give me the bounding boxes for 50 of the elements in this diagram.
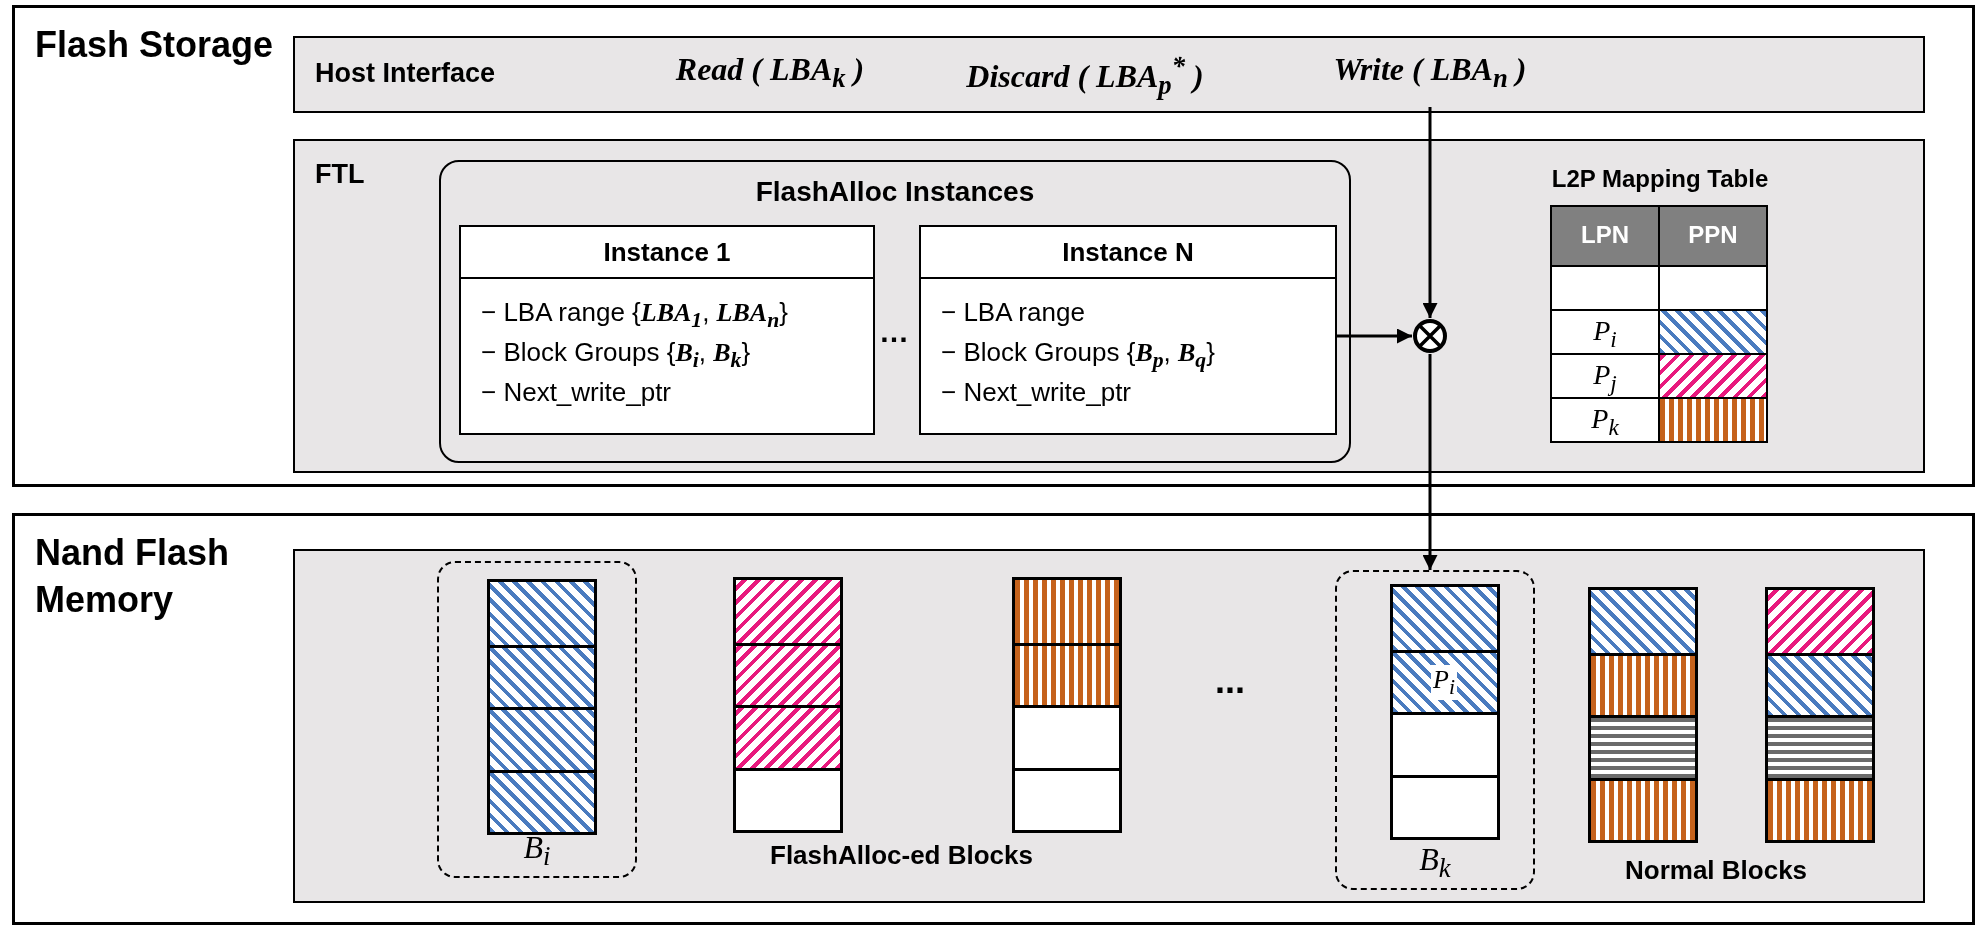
panel-title: FTL bbox=[315, 159, 365, 190]
block-group-outline bbox=[437, 561, 637, 878]
row-key bbox=[1550, 397, 1660, 443]
block-caption: FlashAlloc-ed Blocks bbox=[770, 840, 1033, 871]
arrow bbox=[1422, 354, 1438, 570]
instance-title: Instance N bbox=[921, 227, 1335, 279]
instances-group bbox=[439, 160, 1351, 463]
block-group-label: B$_{k}$ bbox=[1418, 840, 1452, 884]
list-item: − Next_write_ptr bbox=[941, 377, 1132, 408]
page-number: P$_{j}$ bbox=[1592, 359, 1618, 397]
page-number: P$_{i}$ bbox=[1592, 315, 1618, 353]
list-item: − Block Groups {B$_{i}$, B$_{k}$} bbox=[481, 337, 751, 374]
header-text: LPN bbox=[1580, 221, 1630, 249]
section-frame bbox=[12, 513, 1975, 925]
layer-panel bbox=[293, 36, 1925, 113]
group-title: FlashAlloc Instances bbox=[754, 176, 1036, 208]
panel-title: Host Interface bbox=[315, 58, 496, 89]
memory-panel bbox=[293, 549, 1925, 903]
list-item: − Block Groups {B$_{p}$, B$_{q}$} bbox=[941, 337, 1215, 374]
hatched-entry bbox=[1658, 309, 1768, 355]
ellipsis: … bbox=[879, 315, 909, 349]
command-label: Read ( LBA$_{k}$ ) bbox=[674, 51, 866, 95]
column-header bbox=[1550, 205, 1660, 267]
command-label: Discard ( LBA$_{p}$$^{*}$ ) bbox=[965, 51, 1205, 102]
page-number: P$_{k}$ bbox=[1590, 403, 1620, 441]
row-key bbox=[1550, 309, 1660, 355]
list-item: − LBA range {LBA$_{1}$, LBA$_{n}$} bbox=[481, 297, 788, 334]
section-title: Flash Storage bbox=[35, 23, 275, 67]
column-header bbox=[1658, 205, 1768, 267]
command-label: Write ( LBA$_{n}$ ) bbox=[1332, 51, 1528, 95]
list-item: − LBA range bbox=[941, 297, 1085, 328]
row-key bbox=[1550, 353, 1660, 399]
table-title: L2P Mapping Table bbox=[1550, 165, 1770, 193]
hatched-entry bbox=[1658, 353, 1768, 399]
arrow bbox=[1422, 107, 1438, 318]
list-item: − Next_write_ptr bbox=[481, 377, 672, 408]
block-group-outline bbox=[1335, 570, 1535, 890]
block-group-label: B$_{i}$ bbox=[522, 828, 552, 872]
instance-card bbox=[919, 225, 1337, 435]
hatched-entry bbox=[1658, 397, 1768, 443]
section-frame bbox=[12, 5, 1975, 487]
instance-title: Instance 1 bbox=[461, 227, 873, 279]
ellipsis: ... bbox=[1215, 660, 1245, 702]
header-text: PPN bbox=[1687, 221, 1739, 249]
page-label: P$_{i}$ bbox=[1431, 664, 1457, 700]
arrow bbox=[1337, 328, 1412, 344]
instance-card bbox=[459, 225, 875, 435]
block-caption: Normal Blocks bbox=[1625, 855, 1808, 886]
section-title: Nand Flash Memory bbox=[35, 531, 231, 622]
layer-panel bbox=[293, 139, 1925, 473]
